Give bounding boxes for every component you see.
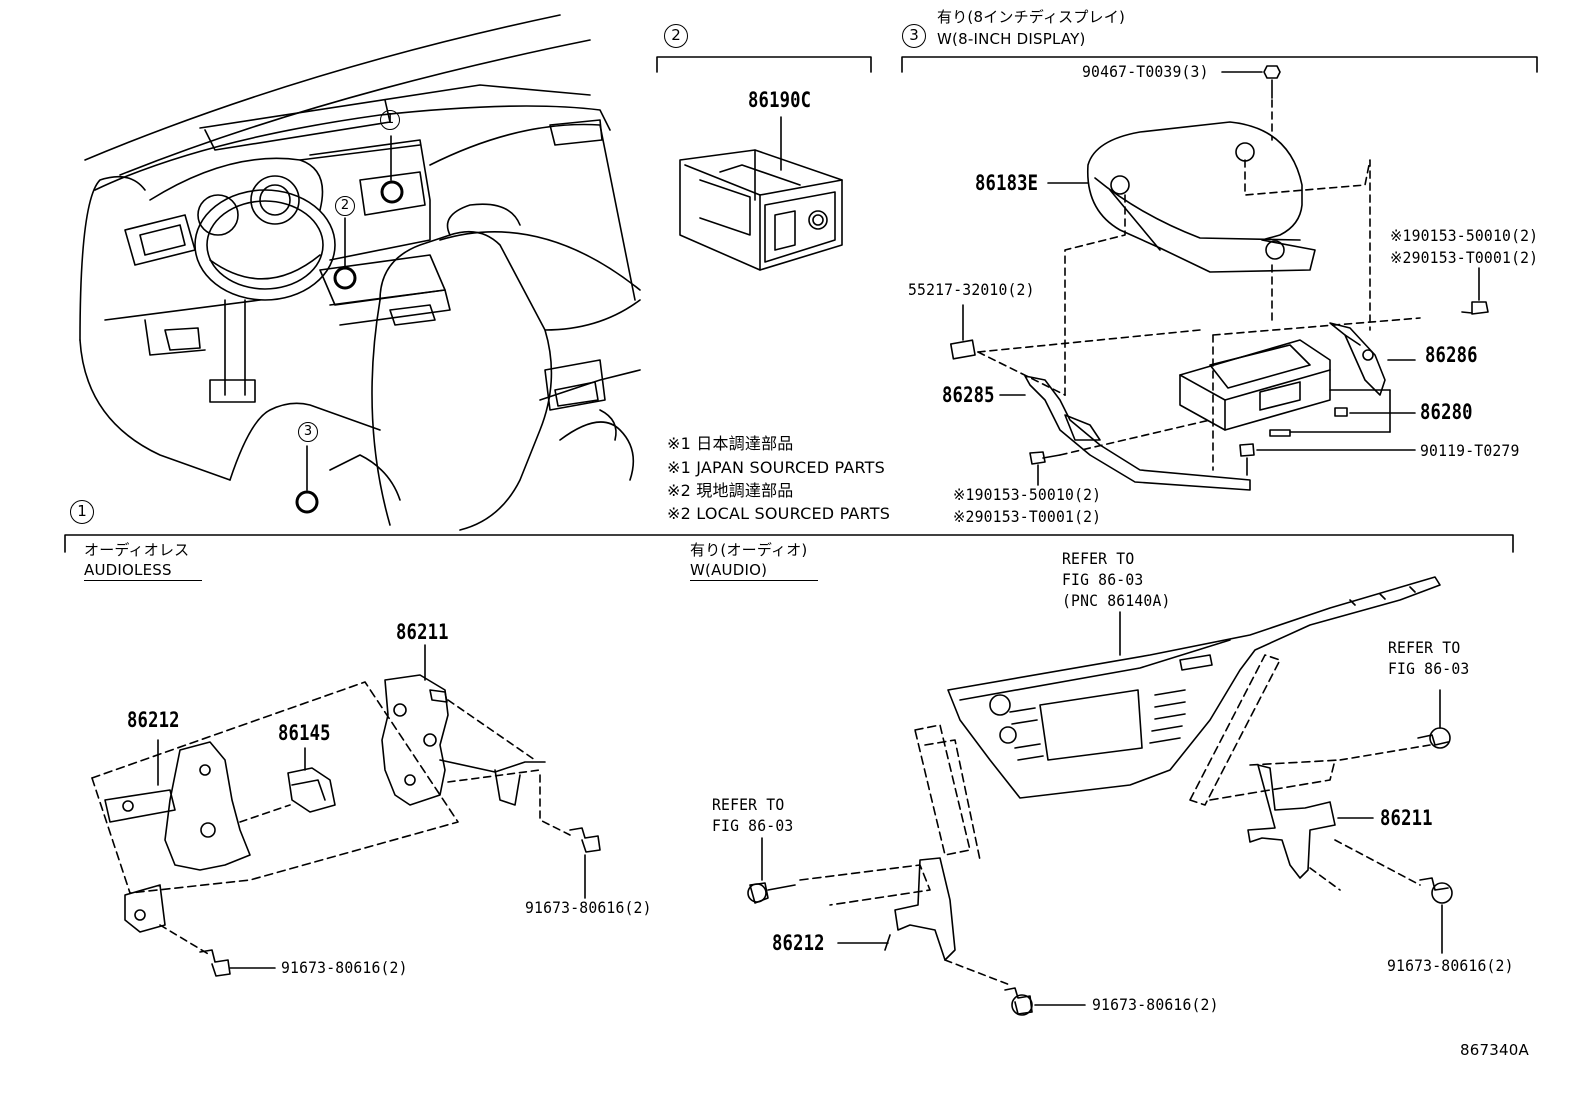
audio-header-jp: 有り(オーディオ): [690, 541, 808, 559]
refer-left-line-2: FIG 86-03: [712, 816, 794, 835]
part-55217-label[interactable]: 55217-32010(2): [908, 280, 1035, 299]
part-90153-50010-bottom-label[interactable]: ※190153-50010(2): [953, 485, 1102, 504]
part-86211-left-label[interactable]: 86211: [396, 620, 449, 644]
refer-panel-line-3: (PNC 86140A): [1062, 591, 1171, 610]
audioless-bracket-drawing: [91, 644, 601, 977]
part-86212-right-label[interactable]: 86212: [772, 931, 825, 955]
part-90153-50010-top-label[interactable]: ※190153-50010(2): [1390, 226, 1539, 245]
section-2-marker: 2: [664, 24, 688, 48]
section1-bracket: [64, 534, 1514, 553]
part-90467-label[interactable]: 90467-T0039(3): [1082, 62, 1209, 81]
part-86286-label[interactable]: 86286: [1425, 343, 1478, 367]
part-91673-a-label[interactable]: 91673-80616(2): [525, 898, 652, 917]
note-japan-jp: ※1 日本調達部品: [667, 434, 794, 453]
note-local-en: ※2 LOCAL SOURCED PARTS: [667, 504, 891, 523]
part-91673-b-label[interactable]: 91673-80616(2): [281, 958, 408, 977]
refer-panel-line-1: REFER TO: [1062, 549, 1135, 568]
part-86183e-label[interactable]: 86183E: [975, 171, 1039, 195]
figure-code: 867340A: [1460, 1041, 1529, 1059]
note-local-jp: ※2 現地調達部品: [667, 481, 794, 500]
refer-right-line-1: REFER TO: [1388, 638, 1461, 657]
audio-header-en: W(AUDIO): [690, 563, 818, 581]
audioless-header-en: AUDIOLESS: [84, 563, 202, 581]
refer-right-line-2: FIG 86-03: [1388, 659, 1470, 678]
section-3-marker: 3: [902, 24, 926, 48]
part-90119-label[interactable]: 90119-T0279: [1420, 441, 1520, 460]
part-86212-left-label[interactable]: 86212: [127, 708, 180, 732]
display-assembly-drawing: [949, 65, 1489, 491]
section2-bracket: [656, 56, 872, 73]
part-86211-right-label[interactable]: 86211: [1380, 806, 1433, 830]
section3-bracket: [901, 56, 1538, 73]
part-91673-d-label[interactable]: 91673-80616(2): [1092, 995, 1219, 1014]
part-86145-label[interactable]: 86145: [278, 721, 331, 745]
audioless-header-jp: オーディオレス: [84, 541, 190, 559]
switch-86190c-drawing: [679, 116, 843, 271]
section-1-marker: 1: [70, 500, 94, 524]
part-90153-t0001-top-label[interactable]: ※290153-T0001(2): [1390, 248, 1539, 267]
section-3-header-en: W(8-INCH DISPLAY): [937, 30, 1086, 48]
part-86285-label[interactable]: 86285: [942, 383, 995, 407]
section-3-header-jp: 有り(8インチディスプレイ): [937, 8, 1125, 26]
refer-left-line-1: REFER TO: [712, 795, 785, 814]
dash-marker-2[interactable]: 2: [335, 196, 355, 216]
note-japan-en: ※1 JAPAN SOURCED PARTS: [667, 458, 886, 477]
dash-marker-3[interactable]: 3: [298, 422, 318, 442]
part-90153-t0001-bottom-label[interactable]: ※290153-T0001(2): [953, 507, 1102, 526]
part-86190c-label[interactable]: 86190C: [748, 88, 812, 112]
audio-panel-drawing: [747, 576, 1453, 1016]
part-86280-label[interactable]: 86280: [1420, 400, 1473, 424]
dashboard-illustration: [79, 14, 641, 531]
dash-marker-1[interactable]: 1: [380, 110, 400, 130]
refer-panel-line-2: FIG 86-03: [1062, 570, 1144, 589]
part-91673-c-label[interactable]: 91673-80616(2): [1387, 956, 1514, 975]
